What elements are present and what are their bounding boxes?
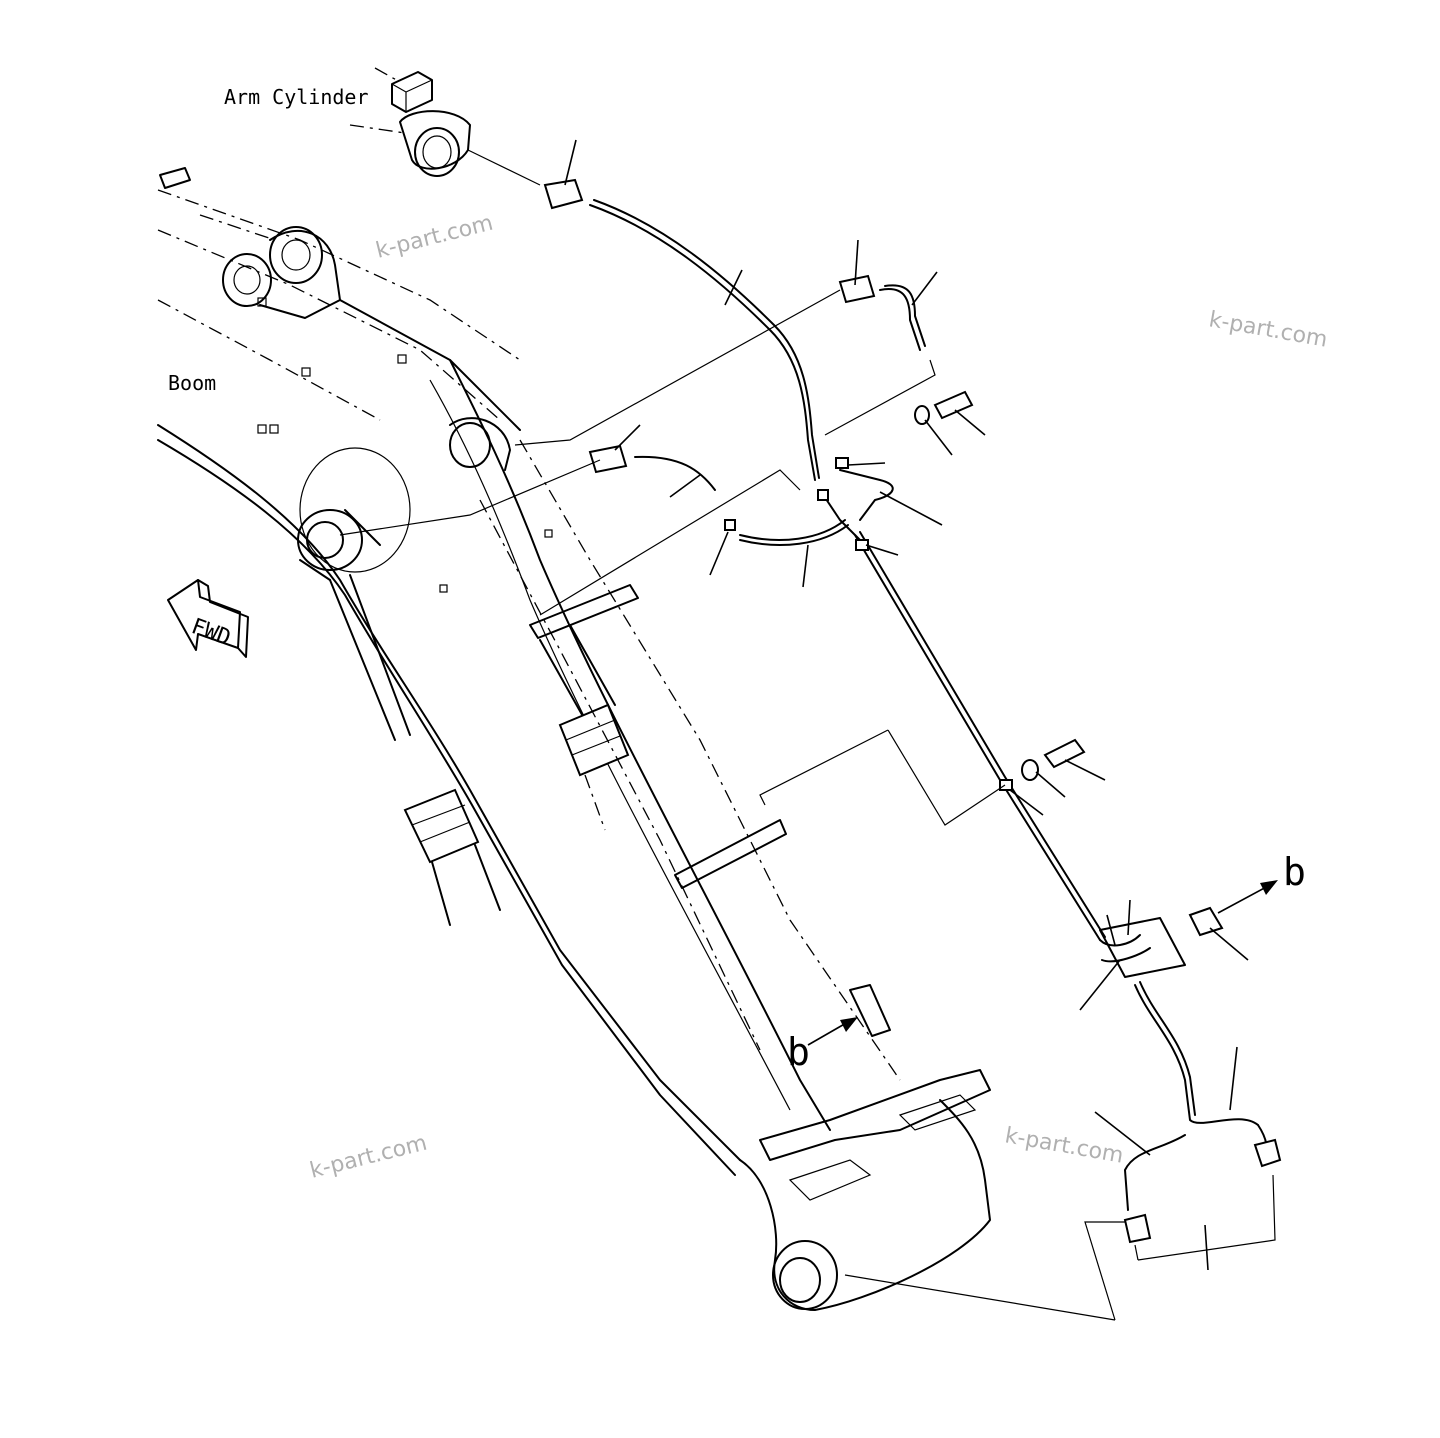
view-b-label-bottom: b	[787, 1030, 810, 1074]
fwd-label: FWD	[188, 614, 234, 651]
watermarks: k-part.com k-part.com k-part.com k-part.…	[307, 211, 1329, 1184]
hose-routing	[589, 199, 1268, 1211]
leader-lines	[339, 139, 1276, 1321]
arm-cylinder-label: Arm Cylinder	[224, 85, 369, 109]
watermark-3: k-part.com	[307, 1131, 429, 1184]
view-b-label-top: b	[1283, 850, 1306, 894]
view-b-markers	[807, 880, 1278, 1046]
watermark-2: k-part.com	[1207, 307, 1329, 352]
boom-drawing	[157, 167, 991, 1311]
fittings	[543, 178, 1282, 1244]
fwd-arrow: FWD	[167, 579, 249, 658]
boom-label: Boom	[168, 371, 216, 395]
arm-cylinder-drawing	[349, 67, 541, 186]
watermark-1: k-part.com	[373, 211, 495, 264]
watermark-4: k-part.com	[1003, 1123, 1125, 1168]
